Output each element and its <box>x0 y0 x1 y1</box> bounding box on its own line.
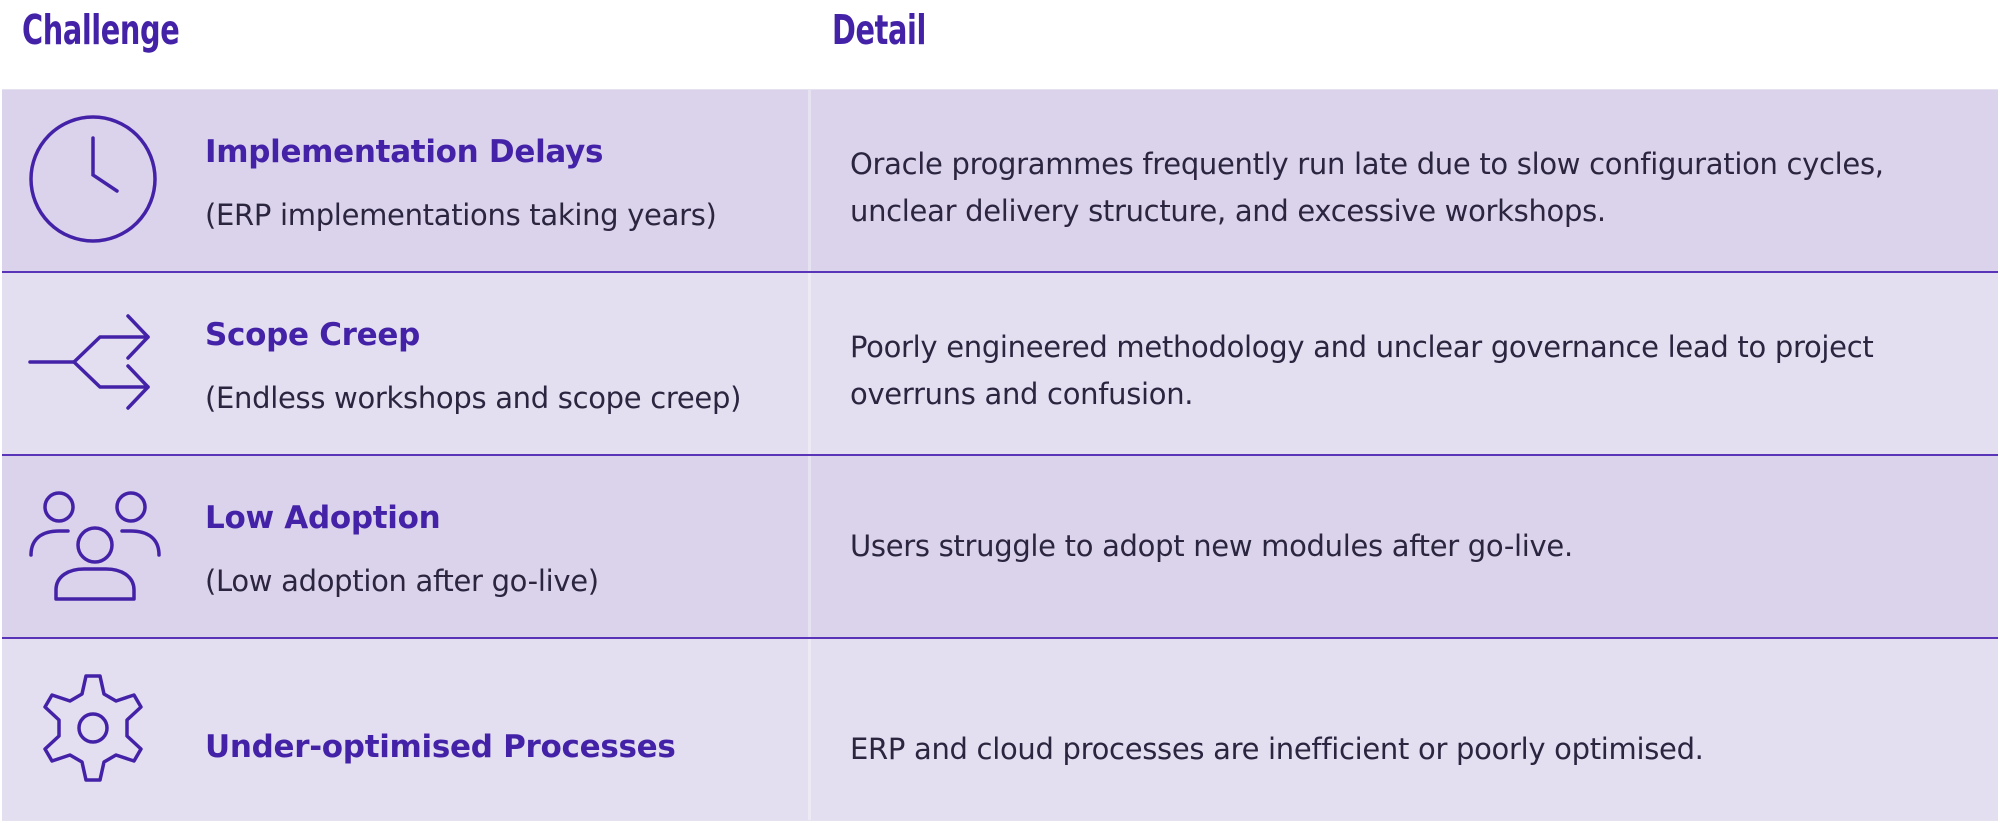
column-divider <box>808 639 811 820</box>
challenges-table: Implementation Delays (ERP implementatio… <box>2 89 1998 821</box>
table-row: Scope Creep (Endless workshops and scope… <box>2 273 1998 456</box>
users-group-icon <box>24 476 162 614</box>
column-divider <box>808 90 811 271</box>
row-detail: Poorly engineered methodology and unclea… <box>850 330 1874 411</box>
table-row: Implementation Delays (ERP implementatio… <box>2 90 1998 273</box>
row-title: Low Adoption <box>205 500 441 536</box>
row-subtitle: (Low adoption after go-live) <box>205 564 599 598</box>
row-title: Scope Creep <box>205 317 420 353</box>
table-header: Challenge Detail <box>0 0 2000 88</box>
row-detail: Oracle programmes frequently run late du… <box>850 147 1884 228</box>
column-divider <box>808 456 811 637</box>
row-detail: Users struggle to adopt new modules afte… <box>850 529 1573 563</box>
row-subtitle: (ERP implementations taking years) <box>205 198 717 232</box>
split-arrows-icon <box>24 293 162 431</box>
row-title: Under-optimised Processes <box>205 729 676 765</box>
gear-icon <box>24 659 162 797</box>
table-row: Under-optimised Processes ERP and cloud … <box>2 639 1998 821</box>
row-detail: ERP and cloud processes are inefficient … <box>850 732 1704 766</box>
column-divider <box>808 273 811 454</box>
row-title: Implementation Delays <box>205 134 604 170</box>
clock-icon <box>24 110 162 248</box>
table-row: Low Adoption (Low adoption after go-live… <box>2 456 1998 639</box>
header-detail: Detail <box>832 6 926 54</box>
header-challenge: Challenge <box>22 6 180 54</box>
row-subtitle: (Endless workshops and scope creep) <box>205 381 742 415</box>
